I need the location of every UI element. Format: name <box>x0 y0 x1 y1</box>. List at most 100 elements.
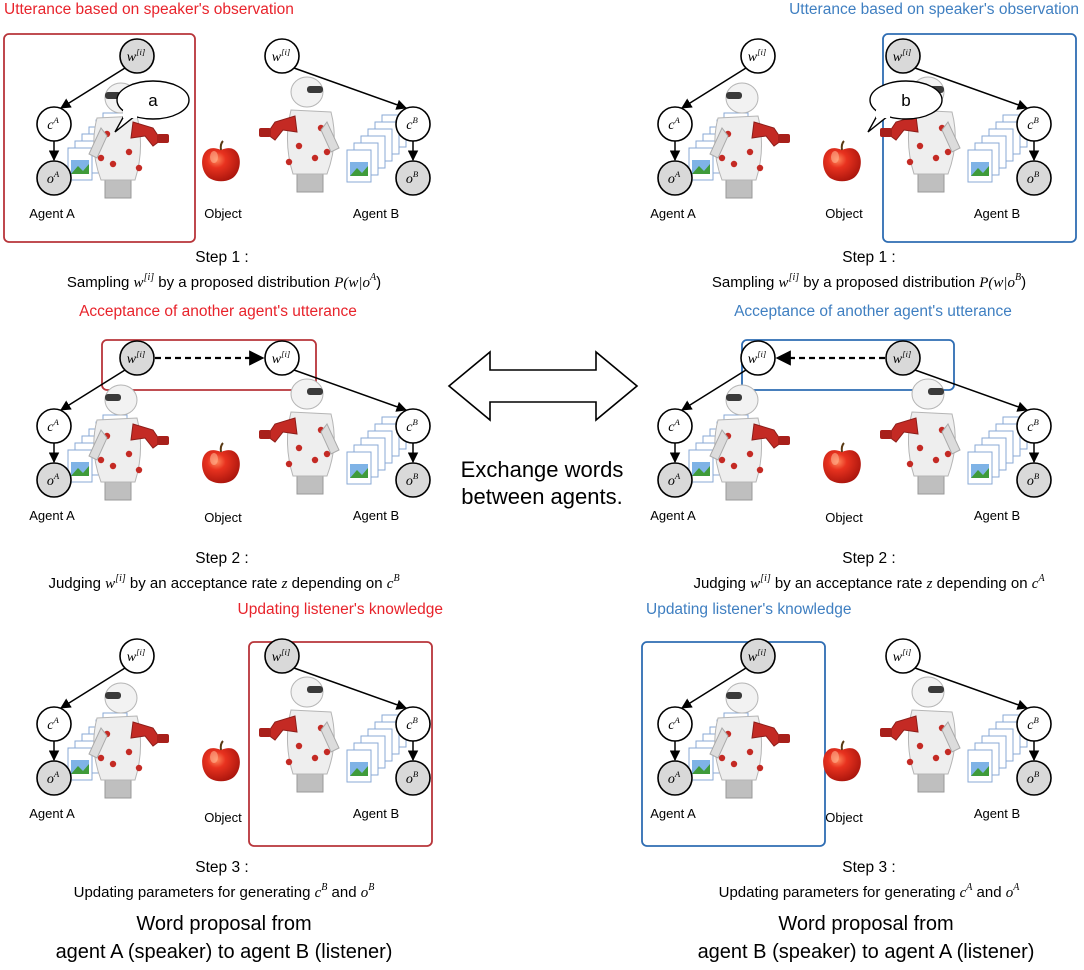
left-step3-scene-node-wb-label: w[i] <box>272 647 291 665</box>
right-step1-scene-speech-bubble: b <box>867 80 943 133</box>
right-step2-scene-node-ca: cA <box>657 408 693 444</box>
right-step1-scene-node-ob-circle <box>1016 160 1052 196</box>
right-footer-line2: agent B (speaker) to agent A (listener) <box>698 941 1035 963</box>
left-step3-scene-robot-a-arm-left <box>88 727 108 759</box>
left-step3-scene-node-wa-circle <box>119 638 155 674</box>
right-step3-scene-node-cb-label: cB <box>1027 715 1039 733</box>
left-step1-scene-apple-shine <box>210 151 218 163</box>
left-step2-scene-agent-a-label: Agent A <box>29 508 75 523</box>
left-step2-scene-robot-b-visor <box>307 388 323 395</box>
left-step2-scene-robot-b-joint-2 <box>311 456 319 464</box>
right-step1-scene-object-label: Object <box>825 206 863 221</box>
left-step2-scene-apple-stem <box>219 442 224 453</box>
right-step1-scene-apple-body <box>823 148 861 182</box>
left-step1-scene-robot-b-arm <box>266 115 298 141</box>
left-step2-scene-node-oa: oA <box>36 462 72 498</box>
left-step3-scene-node-cb: cB <box>395 706 431 742</box>
right-step3-scene-robot-b-arm-left <box>941 721 961 753</box>
left-step2-scene-cards-b-hill <box>350 468 368 478</box>
left-step3-scene-robot-b-head <box>290 676 324 708</box>
left-step3-description: Updating parameters for generating cB an… <box>74 882 375 901</box>
left-step3-scene-node-ob-circle <box>395 760 431 796</box>
right-step2-scene-object-label: Object <box>825 510 863 525</box>
left-step1-scene-node-ca-label: cA <box>47 115 59 133</box>
left-step2-scene-apple-shine <box>210 453 218 465</box>
right-step3-scene-node-ob-circle <box>1016 760 1052 796</box>
right-step3-scene-node-wa-circle <box>740 638 776 674</box>
left-step1-scene-robot-a-arm-left <box>88 127 108 159</box>
right-step2-scene-edge-wa-ca <box>681 369 747 411</box>
left-step1-scene-robot-b-joint-4 <box>323 148 331 156</box>
right-step3-scene-cards-a-hill <box>692 764 710 774</box>
right-step3-scene-apple-body <box>823 748 861 782</box>
left-step3-scene-robot-b-joint-2 <box>311 754 319 762</box>
left-step3-scene-node-oa: oA <box>36 760 72 796</box>
right-step1-scene-node-ca-circle <box>657 106 693 142</box>
left-step3-scene-robot-a-arm <box>130 721 162 747</box>
left-step3-scene-robot-a-base <box>104 777 132 799</box>
left-step1-scene-object-label: Object <box>204 206 242 221</box>
left-step3-scene-node-ca: cA <box>36 706 72 742</box>
right-step3-scene-agent-b-label: Agent B <box>974 806 1020 821</box>
left-step2-scene-robot-a <box>88 384 169 501</box>
left-step3-scene-robot-b-joint-4 <box>323 748 331 756</box>
left-step3-scene-robot-a <box>88 682 169 799</box>
left-step1-scene-node-ob-label: oB <box>406 169 419 187</box>
right-step2-scene-node-oa-circle <box>657 462 693 498</box>
right-step3-scene-node-oa: oA <box>657 760 693 796</box>
left-step2-scene-robot-a-hand <box>157 436 169 445</box>
left-step3-scene-apple-body <box>202 748 240 782</box>
right-step3-scene-node-wb-circle <box>885 638 921 674</box>
right-step3-scene-node-wa-label: w[i] <box>748 647 767 665</box>
left-step2-scene-robot-b-joint-1 <box>295 444 303 452</box>
left-step2-scene-node-ca-label: cA <box>47 417 59 435</box>
right-step1-scene-speech-bubble-ellipse <box>869 80 943 120</box>
left-step1-scene-robot-b-arm-left <box>320 121 340 153</box>
left-step3-scene-cards-b-hill <box>350 766 368 776</box>
right-step1-scene-robot-a-arm <box>751 121 783 147</box>
right-step1-scene-apple <box>823 140 861 182</box>
left-step2-scene-node-wa-label: w[i] <box>127 349 146 367</box>
left-step1-scene-cards-b <box>346 114 407 183</box>
left-step2-scene-node-ob: oB <box>395 462 431 498</box>
left-step2-scene-node-wb: w[i] <box>264 340 300 376</box>
right-step3-scene-robot-a-joint-4 <box>718 754 726 762</box>
right-step2-scene-robot-a-hand <box>778 436 790 445</box>
right-step2-scene-robot-b <box>880 378 961 495</box>
left-step1-scene-speech-bubble-letter: a <box>148 91 158 110</box>
right-step3-scene-cards-b <box>967 714 1028 783</box>
left-step3-scene-node-wa-label: w[i] <box>127 647 146 665</box>
left-step2-title: Step 2 : <box>195 550 248 567</box>
right-step1-scene-robot-b-joint-3 <box>906 158 914 166</box>
left-step1-scene-speech-bubble-ellipse <box>116 80 190 120</box>
left-step1-scene-robot-a-joint-4 <box>97 154 105 162</box>
left-step3-scene-robot-a-visor <box>105 692 121 699</box>
right-step2-scene-apple-body <box>823 450 861 484</box>
right-step2-scene-robot-b-arm <box>887 417 919 443</box>
right-step2-scene-node-wa-label: w[i] <box>748 349 767 367</box>
left-step1-scene-robot-a-joint-3 <box>135 164 143 172</box>
left-step1-scene-robot-b-head <box>290 76 324 108</box>
left-step3-heading: Updating listener's knowledge <box>238 601 443 618</box>
right-step3-scene-node-oa-label: oA <box>668 769 681 787</box>
right-step3-scene-robot-a <box>709 682 790 799</box>
right-step1-scene-node-cb-label: cB <box>1027 115 1039 133</box>
left-step1-scene-node-cb: cB <box>395 106 431 142</box>
right-step1-scene-highlight-frame <box>882 33 1077 243</box>
left-step2-scene-edge-wa-ca <box>60 369 126 411</box>
right-step2-scene-node-wb-circle <box>885 340 921 376</box>
right-step1-scene-robot-b-joint-2 <box>932 154 940 162</box>
right-step2-heading: Acceptance of another agent's utterance <box>734 303 1012 320</box>
left-step2-scene-robot-a-visor <box>105 394 121 401</box>
right-step2-scene-robot-a-head <box>725 384 759 416</box>
right-step2-scene-robot-b-hand <box>880 430 892 439</box>
left-step3-scene-node-ca-circle <box>36 706 72 742</box>
right-step3-scene-robot-b-base <box>917 771 945 793</box>
right-step2-scene-agent-b-label: Agent B <box>974 508 1020 523</box>
left-step3-scene-robot-b-hand <box>259 728 271 737</box>
right-step3-scene-robot-a-head <box>725 682 759 714</box>
left-step1-scene-node-ob: oB <box>395 160 431 196</box>
